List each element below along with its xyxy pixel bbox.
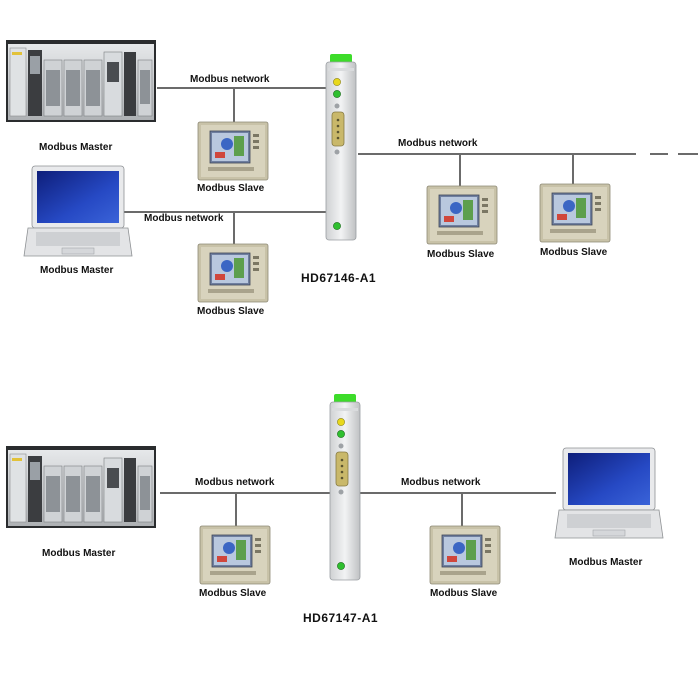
slave-hmi-bottom-1 xyxy=(199,525,271,585)
slave-hmi-top-1 xyxy=(197,121,269,181)
slave-hmi-top-4 xyxy=(539,183,611,243)
laptop-master-label-bottom: Modbus Master xyxy=(569,557,643,568)
network-label-bottom-left: Modbus network xyxy=(195,477,275,488)
laptop-master-bottom xyxy=(554,447,664,539)
plc-master-top xyxy=(5,39,157,123)
gateway-top xyxy=(325,53,357,241)
network-label-top-lower: Modbus network xyxy=(144,213,224,224)
gateway-bottom xyxy=(329,393,361,581)
top-network-lines xyxy=(120,87,698,244)
plc-master-label-top: Modbus Master xyxy=(39,142,113,153)
plc-master-bottom xyxy=(5,445,157,529)
plc-master-label-bottom: Modbus Master xyxy=(42,548,116,559)
network-label-top-right: Modbus network xyxy=(398,138,478,149)
bottom-network-lines xyxy=(160,492,556,526)
slave-label-bottom-1: Modbus Slave xyxy=(199,588,267,599)
slave-label-top-2: Modbus Slave xyxy=(197,306,265,317)
gateway-title-bottom: HD67147-A1 xyxy=(303,611,379,625)
laptop-master-top xyxy=(23,165,133,257)
slave-hmi-bottom-2 xyxy=(429,525,501,585)
slave-hmi-top-2 xyxy=(197,243,269,303)
slave-label-top-3: Modbus Slave xyxy=(427,249,495,260)
network-label-bottom-right: Modbus network xyxy=(401,477,481,488)
slave-hmi-top-3 xyxy=(426,185,498,245)
network-label-top-upper: Modbus network xyxy=(190,74,270,85)
slave-label-top-4: Modbus Slave xyxy=(540,247,608,258)
laptop-master-label-top: Modbus Master xyxy=(40,265,114,276)
slave-label-top-1: Modbus Slave xyxy=(197,183,265,194)
slave-label-bottom-2: Modbus Slave xyxy=(430,588,498,599)
gateway-title-top: HD67146-A1 xyxy=(301,271,377,285)
